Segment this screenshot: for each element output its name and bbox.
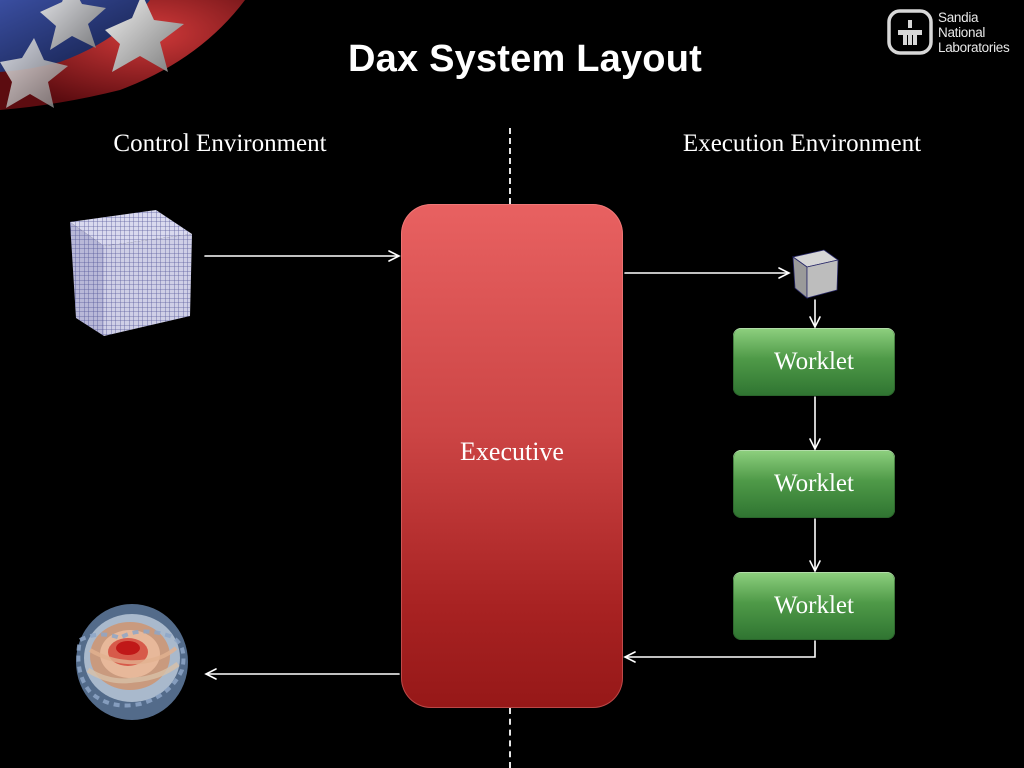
sandia-thunderbird-logo-icon (887, 9, 933, 55)
worklet-block: Worklet (733, 328, 895, 396)
execution-environment-label: Execution Environment (682, 130, 922, 157)
slide-title: Dax System Layout (348, 38, 702, 80)
arrow-executive-to-output (204, 668, 400, 680)
arrow-worklet-1-to-2 (809, 396, 821, 451)
executive-label: Executive (460, 437, 564, 466)
worklet-label: Worklet (774, 592, 854, 619)
arrow-cube-to-worklet-1 (809, 299, 821, 329)
small-cube-icon (792, 249, 839, 299)
arrow-executive-to-cube (624, 267, 791, 279)
environment-divider-top (509, 128, 511, 204)
mesh-cube-icon (70, 210, 192, 336)
worklet-label: Worklet (774, 470, 854, 497)
arrow-input-to-executive (204, 250, 401, 262)
logo-line-2: National (938, 25, 986, 40)
isosurface-render-icon (76, 604, 188, 720)
arrow-worklet-3-to-executive (623, 640, 816, 663)
flag-star-decoration (0, 0, 245, 110)
logo-line-1: Sandia (938, 10, 979, 25)
logo-line-3: Laboratories (938, 40, 1010, 55)
arrow-worklet-2-to-3 (809, 518, 821, 573)
sandia-logo-text: Sandia National Laboratories (938, 10, 1010, 55)
worklet-label: Worklet (774, 348, 854, 375)
sandia-logo: Sandia National Laboratories (886, 8, 1020, 60)
worklet-block: Worklet (733, 450, 895, 518)
environment-divider-bottom (509, 708, 511, 768)
control-environment-label: Control Environment (113, 130, 327, 157)
executive-block: Executive (401, 204, 623, 708)
worklet-block: Worklet (733, 572, 895, 640)
